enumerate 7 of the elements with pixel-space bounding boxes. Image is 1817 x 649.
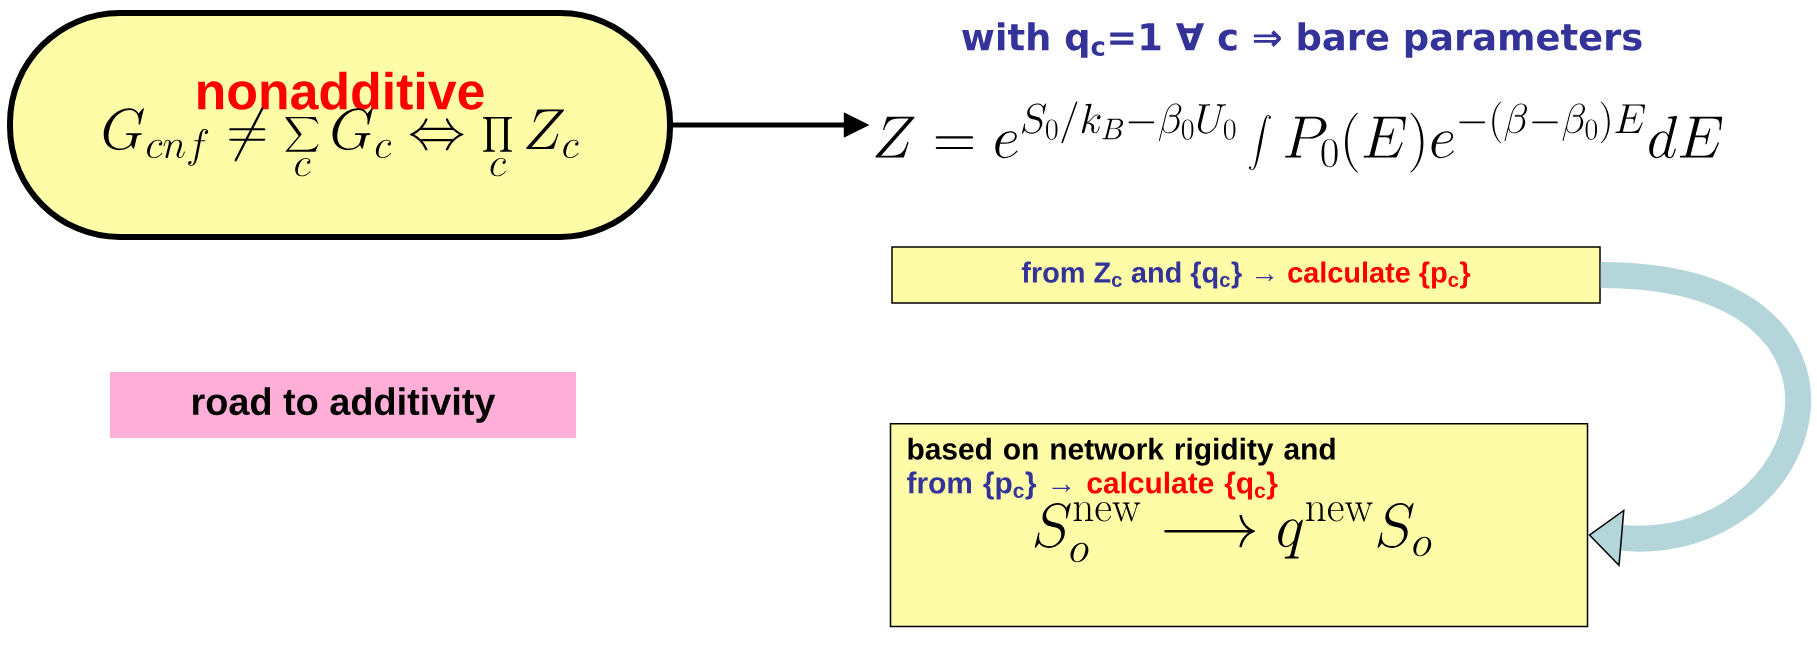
- heading-text: with q$_{c}$=1 ∀ c ⇒ bare parameters: [962, 22, 1642, 58]
- process-box: from Z$_{c}$ and {q$_{c}$} → calculate {p$_{c}$}: [891, 246, 1601, 304]
- label-box: road to additivity: [110, 372, 576, 438]
- process-box: based on network rigidity and from {p$_{c}$} → calculate {q$_{c}$} $S_{o}^{\mathrm{new}} \longrightarrow q^{\mathrm{new}} S_{o}$: [889, 423, 1589, 628]
- formula-text: $Z = e^{S_{0}/k_{B}-\beta_{0}U_{0}} \int P_{0}(E) e^{-(\beta-\beta_{0})E} dE$: [875, 101, 1723, 173]
- capsule-box: nonadditive $G_{cnf} \neq \sum_{c} G_{c} \Leftrightarrow \prod_{c} Z_{c}$: [7, 10, 673, 240]
- curved-arrow: [1588, 262, 1811, 567]
